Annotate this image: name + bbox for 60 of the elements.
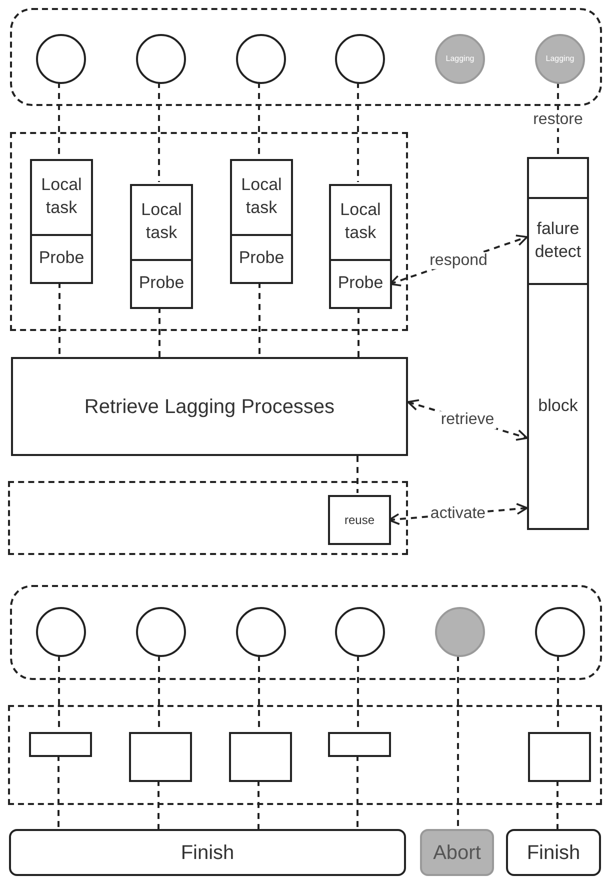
empty-process-box bbox=[129, 732, 192, 782]
task-box bbox=[527, 157, 589, 530]
box-label: Abort bbox=[433, 840, 481, 866]
dashed-connector bbox=[358, 307, 360, 357]
dashed-connector bbox=[357, 655, 359, 730]
dashed-connector bbox=[557, 655, 559, 730]
dashed-connector bbox=[356, 755, 358, 829]
dashed-connector bbox=[258, 655, 260, 730]
process-box bbox=[420, 829, 494, 876]
process-box bbox=[9, 829, 406, 876]
dashed-connector bbox=[258, 780, 260, 829]
dashed-connector bbox=[158, 655, 160, 730]
box-label: Probe bbox=[336, 272, 384, 294]
dashed-group-frame bbox=[8, 705, 602, 805]
box-label: Probe bbox=[38, 247, 86, 270]
process-box bbox=[506, 829, 601, 876]
task-box bbox=[30, 159, 93, 284]
dashed-group-frame bbox=[8, 481, 408, 555]
box-label: falure detect bbox=[534, 218, 582, 263]
edge-label: retrieve bbox=[438, 411, 496, 429]
box-label: reuse bbox=[344, 512, 375, 529]
empty-process-box bbox=[29, 732, 92, 757]
process-box bbox=[328, 495, 391, 545]
box-label: Local task bbox=[240, 174, 283, 220]
box-label: Finish bbox=[180, 840, 234, 866]
dashed-connector bbox=[357, 82, 359, 182]
box-label: Local task bbox=[339, 199, 382, 244]
empty-process-box bbox=[229, 732, 292, 782]
dashed-connector bbox=[58, 655, 60, 730]
box-label: Probe bbox=[238, 247, 286, 270]
edge-label: restore bbox=[531, 110, 585, 128]
dashed-connector bbox=[58, 282, 60, 357]
box-label: block bbox=[537, 394, 579, 417]
box-label: Local task bbox=[140, 199, 183, 244]
circle-label: Lagging bbox=[446, 55, 474, 63]
empty-process-box bbox=[328, 732, 391, 757]
task-box bbox=[230, 159, 293, 284]
dashed-connector bbox=[58, 755, 60, 829]
edge-label: respond bbox=[428, 252, 490, 270]
box-label: Probe bbox=[138, 272, 186, 294]
task-box bbox=[130, 184, 193, 309]
dashed-connector bbox=[457, 655, 459, 829]
dashed-rounded-band bbox=[10, 8, 602, 106]
dashed-connector bbox=[158, 307, 160, 357]
dashed-connector bbox=[556, 780, 558, 829]
dashed-group-frame bbox=[10, 132, 408, 331]
dashed-connector bbox=[158, 780, 160, 829]
box-label: Local task bbox=[40, 174, 83, 220]
dashed-connector bbox=[158, 82, 160, 182]
dashed-rounded-band bbox=[10, 585, 602, 680]
dashed-connector bbox=[58, 82, 60, 157]
process-box bbox=[11, 357, 408, 456]
dashed-connector bbox=[258, 282, 260, 357]
task-box bbox=[329, 184, 392, 309]
dashed-connector bbox=[356, 456, 358, 493]
box-label: Finish bbox=[526, 840, 580, 866]
dashed-connector bbox=[258, 82, 260, 157]
circle-label: Lagging bbox=[546, 55, 574, 63]
empty-process-box bbox=[528, 732, 591, 782]
box-label: Retrieve Lagging Processes bbox=[84, 394, 335, 420]
